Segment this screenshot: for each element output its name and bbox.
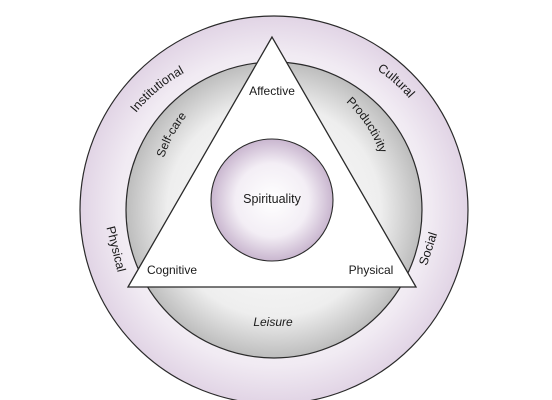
middle-label-leisure: Leisure	[253, 315, 293, 329]
core-label-spirituality: Spirituality	[243, 192, 301, 206]
triangle-label-affective: Affective	[249, 84, 295, 98]
triangle-label-cognitive: Cognitive	[147, 263, 197, 277]
core-circle	[210, 138, 334, 262]
triangle-label-physical: Physical	[349, 263, 394, 277]
